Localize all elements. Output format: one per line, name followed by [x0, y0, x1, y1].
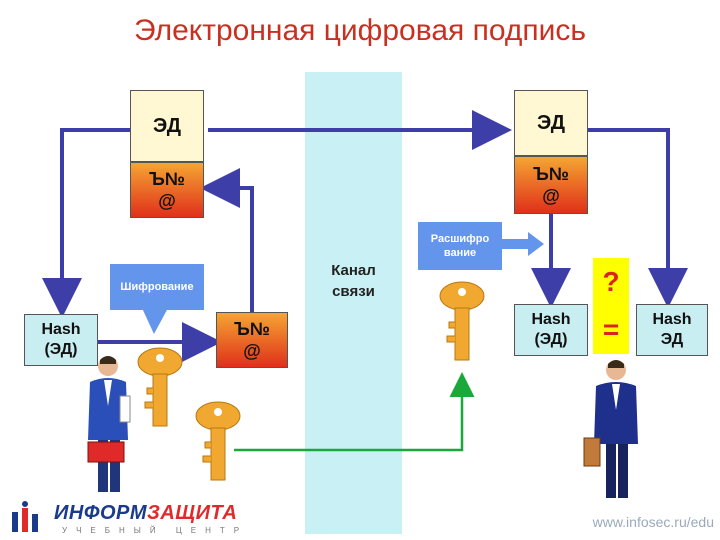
sender-hash: Hash (ЭД)	[24, 314, 98, 366]
logo-text: ИНФОРМЗАЩИТА	[54, 502, 238, 524]
public-key-icon-sender	[195, 401, 241, 481]
sender-hash-label: Hash (ЭД)	[41, 321, 81, 358]
receiver-decrypted-hash: Hash (ЭД)	[514, 304, 588, 356]
communication-channel	[305, 72, 402, 534]
logo-subtitle: УЧЕБНЫЙ ЦЕНТР	[62, 526, 249, 535]
arrow-doc-to-hash	[42, 128, 130, 318]
page-title: Электронная цифровая подпись	[134, 14, 586, 47]
sender-encrypted-signature: Ъ№ @	[216, 312, 288, 368]
private-key-icon	[137, 347, 183, 427]
receiver-signature: Ъ№ @	[514, 156, 588, 214]
logo-icon	[12, 501, 38, 532]
arrow-sig-to-doc	[200, 168, 254, 312]
receiver-computed-hash: Hash ЭД	[636, 304, 708, 356]
receiver-document: ЭД	[514, 90, 588, 156]
arrow-doc-to-computed-hash	[588, 128, 688, 308]
sender-document-label: ЭД	[153, 114, 181, 137]
channel-label: Канал связи	[331, 262, 376, 300]
sender-signature-label: Ъ№ @	[149, 169, 185, 211]
sender-signature: Ъ№ @	[130, 162, 204, 218]
decrypt-label: Расшифро вание	[418, 222, 502, 270]
encrypt-label: Шифрование	[110, 264, 204, 310]
receiver-decrypted-hash-label: Hash (ЭД)	[531, 311, 571, 348]
logo: ИНФОРМЗАЩИТА УЧЕБНЫЙ ЦЕНТР	[10, 502, 250, 538]
footer-url[interactable]: www.infosec.ru/edu	[592, 514, 714, 530]
receiver-person-icon	[583, 360, 638, 498]
comparison-indicator: ? =	[593, 258, 629, 354]
public-key-icon-receiver	[439, 281, 485, 361]
receiver-document-label: ЭД	[537, 111, 565, 134]
compare-question: ?	[602, 266, 620, 297]
sender-encrypted-signature-label: Ъ№ @	[234, 319, 270, 361]
sender-person-icon	[87, 356, 131, 492]
sender-document: ЭД	[130, 90, 204, 162]
arrow-public-key	[234, 372, 475, 452]
compare-equals: =	[602, 314, 620, 345]
receiver-signature-label: Ъ№ @	[533, 164, 569, 206]
receiver-computed-hash-label: Hash ЭД	[652, 311, 692, 348]
